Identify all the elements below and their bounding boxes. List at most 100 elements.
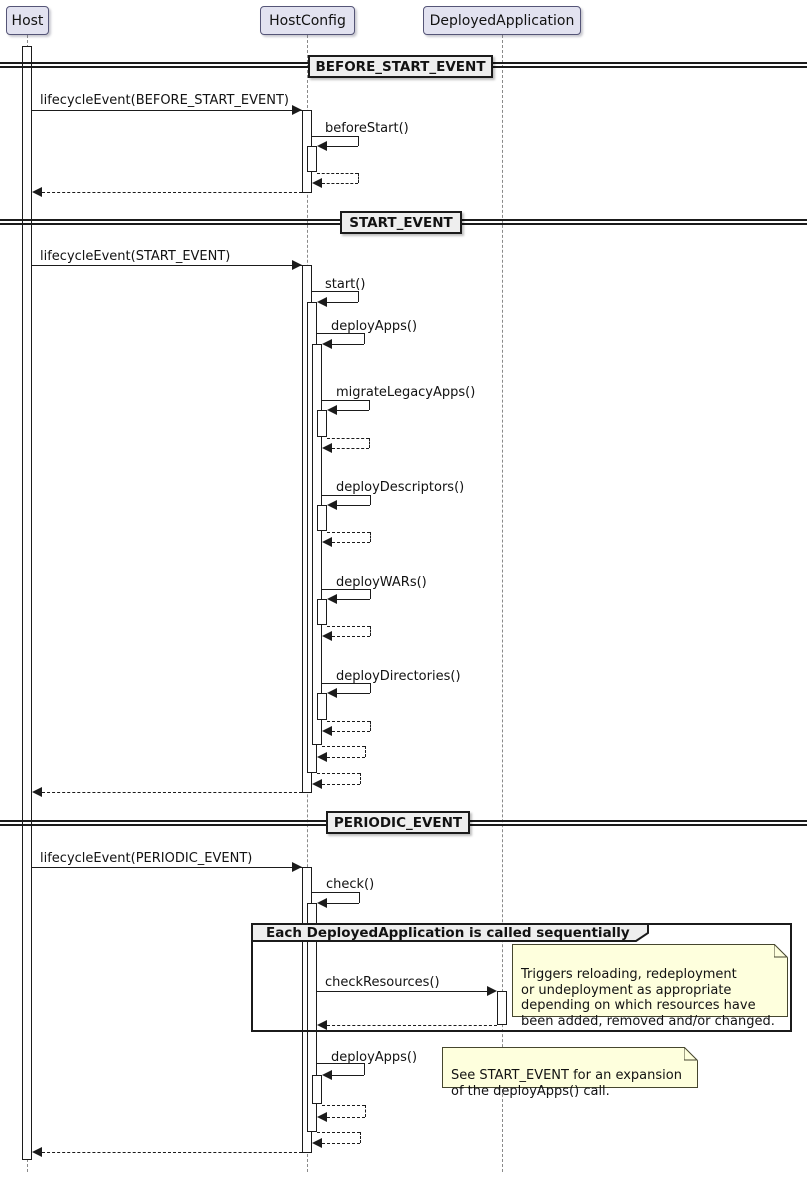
self-call-line — [337, 410, 369, 411]
message-label: deployDescriptors() — [336, 480, 465, 495]
self-call-line — [332, 344, 364, 345]
arrowhead-right-icon — [292, 105, 302, 115]
return-line — [327, 438, 369, 439]
return-line — [332, 731, 370, 732]
message-label: lifecycleEvent(START_EVENT) — [40, 249, 231, 264]
participant-deployedapplication-label: DeployedApplication — [429, 12, 575, 29]
message-label: migrateLegacyApps() — [336, 385, 476, 400]
arrowhead-left-icon — [322, 339, 332, 349]
self-call-line — [337, 599, 370, 600]
arrowhead-left-icon — [317, 752, 327, 762]
message-label: beforeStart() — [325, 121, 409, 136]
message-line — [31, 265, 302, 266]
message-label: deployApps() — [331, 319, 418, 334]
return-line — [42, 792, 302, 793]
self-call-line — [322, 495, 370, 496]
self-call-line — [364, 333, 365, 344]
arrowhead-right-icon — [487, 986, 497, 996]
return-line — [317, 1132, 360, 1133]
self-call-line — [359, 892, 360, 903]
return-line — [370, 532, 371, 542]
message-label: deployDirectories() — [336, 669, 461, 684]
return-line — [360, 1132, 361, 1143]
arrowhead-left-icon — [317, 898, 327, 908]
arrowhead-left-icon — [317, 1020, 327, 1030]
message-line — [31, 110, 302, 111]
arrowhead-left-icon — [312, 178, 322, 188]
note-check-resources: Triggers reloading, redeployment or unde… — [512, 944, 788, 1029]
message-label: deployWARs() — [336, 575, 427, 590]
divider-label: START_EVENT — [349, 214, 453, 231]
lifeline-deployedapplication — [502, 35, 503, 1172]
activation-bar-nested — [307, 146, 317, 172]
arrowhead-left-icon — [322, 537, 332, 547]
activation-bar-nested — [317, 505, 327, 531]
arrowhead-right-icon — [292, 862, 302, 872]
participant-host: Host — [6, 6, 49, 35]
divider-label: BEFORE_START_EVENT — [315, 58, 486, 75]
self-call-line — [322, 589, 370, 590]
return-line — [322, 1105, 365, 1106]
arrowhead-left-icon — [327, 500, 337, 510]
participant-host-label: Host — [11, 12, 44, 29]
self-call-line — [322, 400, 369, 401]
arrowhead-left-icon — [327, 405, 337, 415]
return-line — [332, 542, 370, 543]
return-line — [365, 746, 366, 757]
return-line — [322, 784, 360, 785]
message-label: lifecycleEvent(BEFORE_START_EVENT) — [40, 93, 289, 108]
divider-before-start-event: BEFORE_START_EVENT — [308, 55, 493, 78]
return-line — [322, 746, 365, 747]
return-line — [327, 626, 370, 627]
return-line — [358, 173, 359, 183]
note-fold-icon — [684, 1047, 698, 1061]
note-fold-icon — [774, 944, 788, 958]
return-line — [360, 773, 361, 784]
self-call-line — [337, 693, 370, 694]
arrowhead-left-icon — [317, 297, 327, 307]
activation-bar-nested — [312, 1075, 322, 1104]
group-label: Each DeployedApplication is called seque… — [266, 925, 630, 941]
return-line — [42, 192, 302, 193]
message-label: check() — [326, 877, 375, 892]
message-label: lifecycleEvent(PERIODIC_EVENT) — [40, 851, 253, 866]
participant-hostconfig-label: HostConfig — [269, 12, 346, 29]
self-call-line — [364, 1063, 365, 1075]
self-call-line — [369, 400, 370, 410]
participant-deployedapplication: DeployedApplication — [423, 6, 581, 35]
arrowhead-left-icon — [327, 594, 337, 604]
activation-bar-nested — [307, 903, 317, 1132]
activation-bar-nested — [317, 410, 327, 437]
arrowhead-left-icon — [322, 726, 332, 736]
note-deploy-apps: See START_EVENT for an expansion of the … — [442, 1047, 698, 1099]
message-line — [317, 991, 487, 992]
self-call-line — [312, 136, 358, 137]
self-call-line — [358, 136, 359, 146]
divider-label: PERIODIC_EVENT — [333, 814, 463, 831]
return-line — [42, 1152, 302, 1153]
self-call-line — [317, 1063, 364, 1064]
arrowhead-left-icon — [32, 787, 42, 797]
participant-hostconfig: HostConfig — [260, 6, 355, 35]
self-call-line — [370, 495, 371, 505]
self-call-line — [312, 291, 358, 292]
arrowhead-left-icon — [312, 779, 322, 789]
activation-bar-nested — [317, 599, 327, 625]
self-call-line — [317, 333, 364, 334]
self-call-line — [332, 1075, 364, 1076]
arrowhead-left-icon — [317, 141, 327, 151]
arrowhead-left-icon — [327, 688, 337, 698]
divider-start-event: START_EVENT — [340, 211, 462, 234]
self-call-line — [327, 146, 358, 147]
activation-bar-nested — [312, 344, 322, 745]
self-call-line — [327, 302, 358, 303]
arrowhead-left-icon — [322, 631, 332, 641]
message-line — [31, 867, 302, 868]
return-line — [370, 721, 371, 731]
self-call-line — [370, 589, 371, 599]
self-call-line — [322, 683, 370, 684]
return-line — [369, 438, 370, 448]
self-call-line — [327, 903, 359, 904]
return-line — [365, 1105, 366, 1117]
